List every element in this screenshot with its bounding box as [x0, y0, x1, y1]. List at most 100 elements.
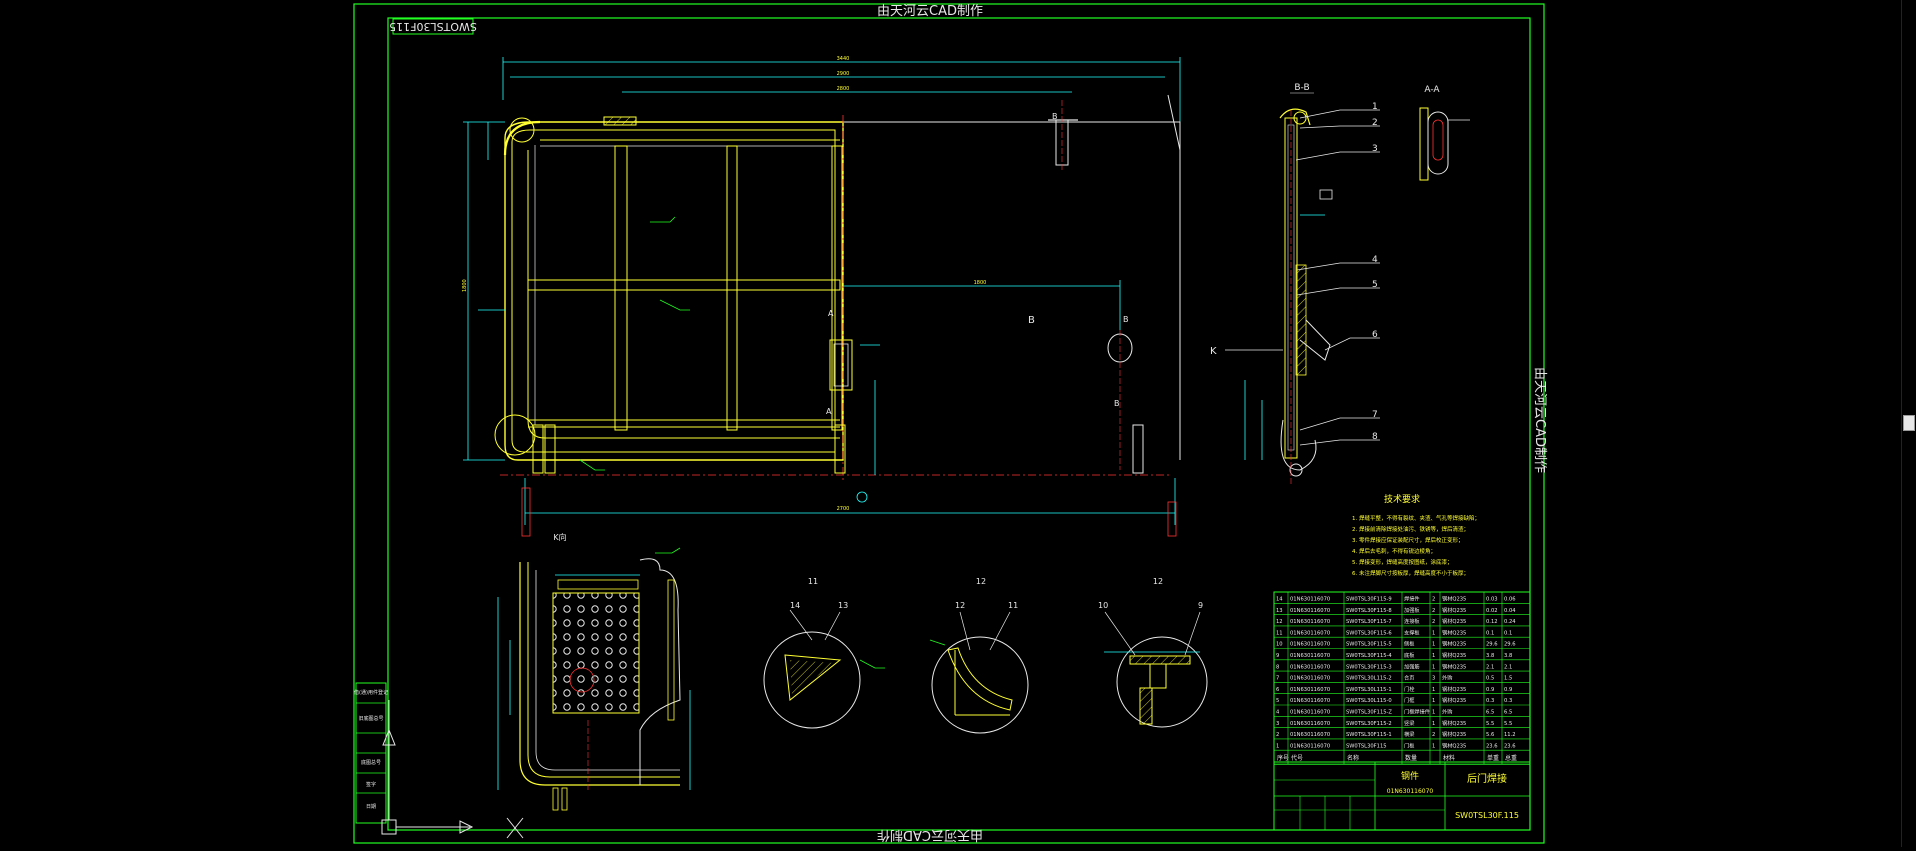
bom-cell: 01N630116070: [1290, 630, 1330, 636]
bom-cell: 1: [1432, 630, 1435, 636]
bom-cell: 横梁: [1404, 730, 1414, 738]
bom-cell: SW0TSL30L115-1: [1346, 687, 1392, 693]
section-bb-view: B-B 1 2 3 4 5 6 7 8 K: [1210, 83, 1380, 485]
detail-balloon-14: 14: [790, 601, 800, 610]
section-mark-b2: B: [1123, 315, 1129, 324]
section-mark-b4: B: [1052, 112, 1058, 121]
bom-cell: 1.5: [1504, 676, 1512, 682]
k-view-label: K向: [553, 532, 566, 542]
bom-cell: 2: [1276, 732, 1279, 738]
balloon-1: 1: [1372, 102, 1378, 112]
bom-cell: 4: [1276, 710, 1280, 716]
ucs-x-arrow-icon: [459, 820, 474, 834]
balloon-6: 6: [1372, 330, 1378, 340]
bom-cell: 0.9: [1504, 687, 1512, 693]
bom-row: [1274, 728, 1530, 739]
bom-cell: 1: [1276, 743, 1279, 749]
bom-cell: 3.8: [1486, 653, 1494, 659]
title-part-name: 后门焊接: [1467, 772, 1507, 785]
drawing-code-mirrored: SWOTSL30F115: [389, 20, 477, 33]
bom-row: [1274, 592, 1530, 603]
bom-cell: 29.6: [1504, 642, 1516, 648]
detail-11-label: 11: [808, 577, 818, 586]
inner-border: [387, 17, 1531, 831]
bom-row: [1274, 660, 1530, 671]
bom-cell: 14: [1276, 597, 1283, 603]
bom-cell: 加强筋: [1404, 662, 1420, 670]
balloon-3: 3: [1372, 144, 1378, 154]
bom-cell: 6.5: [1486, 710, 1494, 716]
bom-cell: 0.02: [1486, 608, 1498, 614]
section-mark-b1: B: [1028, 315, 1035, 326]
bom-cell: 门框焊接件: [1404, 708, 1430, 716]
bom-cell: 支撑板: [1404, 628, 1420, 636]
bom-header-cell: 序号: [1277, 754, 1289, 762]
bom-cell: 外购: [1442, 708, 1452, 716]
bom-cell: 11.2: [1504, 732, 1516, 738]
bom-cell: 2: [1432, 619, 1435, 625]
bom-cell: 外购: [1442, 674, 1452, 682]
balloon-8: 8: [1372, 432, 1378, 442]
scrollbar-thumb[interactable]: [1903, 415, 1915, 431]
tech-requirements-title: 技术要求: [1384, 493, 1420, 505]
bom-cell: 01N630116070: [1290, 619, 1330, 625]
bom-cell: 钢材Q235: [1442, 617, 1466, 625]
tech-req-5: 5. 焊接变形，焊缝高度按图纸，涂底漆；: [1352, 558, 1453, 566]
bom-cell: SW0TSL30F115-1: [1346, 732, 1392, 738]
ucs-y-arrow-icon: [382, 728, 396, 746]
bom-cell: 0.04: [1504, 608, 1516, 614]
bom-cell: SW0TSL30F115-3: [1346, 664, 1392, 670]
bom-row: [1274, 637, 1530, 648]
tech-req-1: 1. 焊缝平整，不得有裂纹、夹渣、气孔等焊接缺陷；: [1352, 514, 1480, 522]
bom-cell: 钢材Q235: [1442, 719, 1466, 727]
bom-cell: 钢材Q235: [1442, 595, 1466, 603]
bom-header-cell: 材料: [1443, 754, 1455, 762]
bom-cell: 加强板: [1404, 606, 1420, 614]
bom-cell: 0.24: [1504, 619, 1516, 625]
bom-cell: 门框: [1404, 696, 1414, 704]
bom-cell: 01N630116070: [1290, 743, 1330, 749]
bom-cell: SW0TSL30F115-9: [1346, 597, 1392, 603]
detail-balloon-10: 10: [1098, 601, 1108, 610]
outer-border: [353, 3, 1545, 844]
bom-header-cell: 总重: [1505, 754, 1517, 762]
bom-cell: SW0TSL30F115-7: [1346, 619, 1392, 625]
bom-row: [1274, 694, 1530, 705]
dim-bottom-width: 2700: [837, 506, 850, 512]
bom-cell: 钢材Q235: [1442, 730, 1466, 738]
bom-cell: 01N630116070: [1290, 642, 1330, 648]
detail-views: 11 14 13 12 12 11 12 10 9: [763, 577, 1208, 734]
bom-cell: 5.5: [1486, 721, 1494, 727]
bom-cell: SW0TSL30F115-2: [1346, 721, 1392, 727]
bom-cell: SW0TSL30F115-6: [1346, 630, 1392, 636]
drawing-code-box: [392, 18, 474, 35]
detail-12a-label: 12: [976, 577, 986, 586]
stamp-2: 旧底图总号: [358, 715, 383, 722]
section-mark-a2: A: [826, 407, 832, 416]
bom-cell: 2.1: [1504, 664, 1512, 670]
bom-cell: 0.1: [1486, 630, 1494, 636]
bom-cell: SW0TSL30F115: [1346, 743, 1387, 749]
bom-cell: 门板: [1404, 741, 1415, 749]
bom-cell: 1: [1432, 653, 1435, 659]
detail-12b-label: 12: [1153, 577, 1163, 586]
vertical-scrollbar[interactable]: [1901, 0, 1916, 847]
bom-cell: 01N630116070: [1290, 653, 1330, 659]
watermark-right: 由天河云CAD制作: [1532, 367, 1547, 473]
tech-requirements: 技术要求 1. 焊缝平整，不得有裂纹、夹渣、气孔等焊接缺陷； 2. 焊接前清除焊…: [1352, 493, 1480, 577]
bom-cell: 1: [1432, 721, 1435, 727]
bom-cell: 钢材Q235: [1442, 685, 1466, 693]
stamp-3: 底图总号: [361, 759, 381, 766]
bom-cell: 焊接件: [1404, 595, 1420, 603]
tech-req-3: 3. 零件焊接应保证装配尺寸，焊后校正变形；: [1352, 536, 1464, 544]
bom-cell: 01N630116070: [1290, 676, 1330, 682]
bom-row: [1274, 682, 1530, 693]
bom-cell: SW0TSL30F115-5: [1346, 642, 1392, 648]
bom-cell: 钢材Q235: [1442, 696, 1466, 704]
bom-cell: 29.6: [1486, 642, 1498, 648]
bom-cell: 23.6: [1504, 743, 1516, 749]
stamp-5: 日期: [366, 804, 376, 810]
bom-cell: 01N630116070: [1290, 698, 1330, 704]
